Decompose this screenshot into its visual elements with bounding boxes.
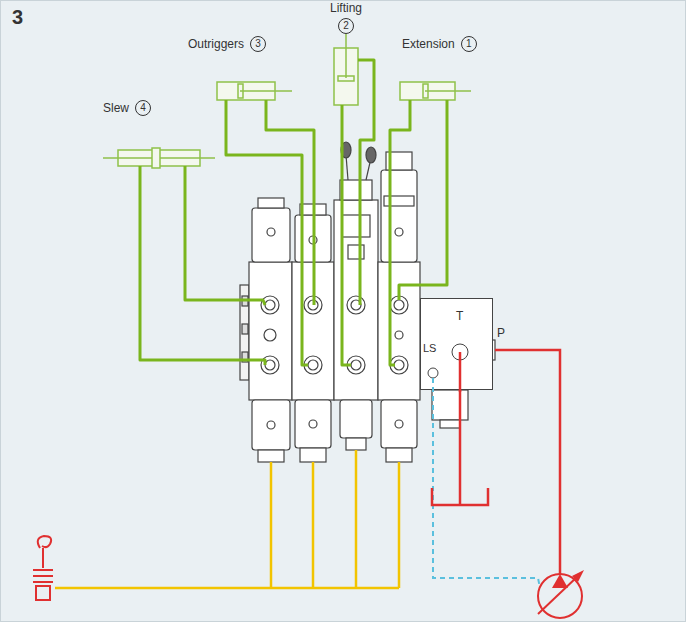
cylinders [103,34,471,168]
cylinder-name: Lifting [318,1,374,16]
cylinder-name: Slew [103,101,129,115]
control-wires [55,450,399,588]
load-sense-line [432,378,434,392]
callout-number: 1 [461,36,477,52]
ls-port [428,368,438,378]
port-name: LS [423,342,436,354]
callout-number: 3 [250,36,266,52]
cylinder-name: Extension [402,37,455,51]
cylinder-label: Lifting 2 [318,1,374,34]
cylinder-label: Extension 1 [402,34,477,52]
figure-number: 3 [12,6,23,29]
pump-symbol [538,570,584,618]
cylinder-label: Slew 4 [103,98,151,116]
tank-line [459,352,462,392]
tank-port [452,344,468,360]
callout-number: 2 [338,18,354,34]
hydraulic-hoses [140,60,447,365]
cylinder-name: Outriggers [188,37,244,51]
port-name: P [497,326,505,340]
valve-stack [240,142,495,462]
load-sense-line [433,378,540,588]
callout-number: 4 [135,100,151,116]
joystick-symbol [33,536,53,600]
port-name: T [456,309,492,324]
cylinder-label: Outriggers 3 [188,34,266,52]
